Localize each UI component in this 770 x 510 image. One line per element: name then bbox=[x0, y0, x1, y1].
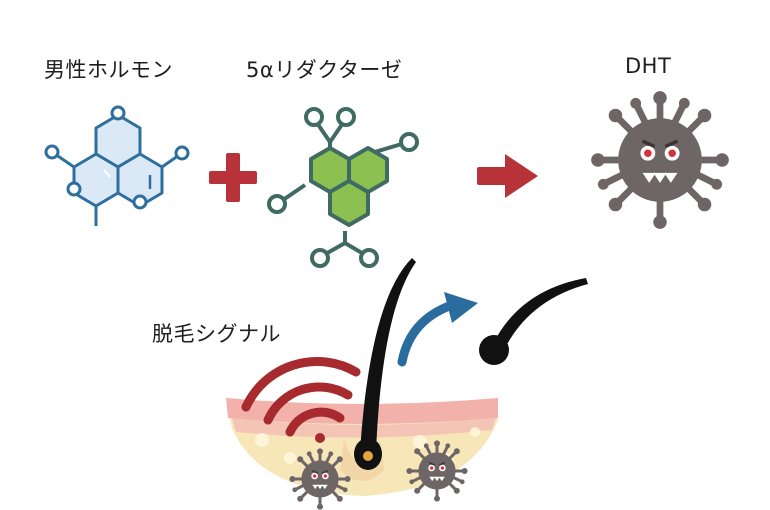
virus-icon bbox=[404, 438, 470, 504]
plus-icon bbox=[209, 153, 257, 202]
signal-waves-icon bbox=[241, 357, 361, 443]
dht-virus-icon bbox=[591, 91, 729, 229]
reductase-label: 5αリダクターゼ bbox=[246, 58, 403, 82]
dht-label: DHT bbox=[625, 54, 672, 78]
shed-hair-icon bbox=[479, 278, 588, 365]
hormone-molecule-icon bbox=[44, 105, 190, 226]
hair-loss-signal-label: 脱毛シグナル bbox=[152, 322, 281, 346]
red-arrow-icon bbox=[477, 154, 538, 198]
blue-arrow-icon bbox=[397, 292, 478, 367]
reductase-molecule-icon bbox=[267, 107, 419, 268]
virus-icon bbox=[287, 446, 353, 510]
hair-strand-icon bbox=[354, 258, 416, 470]
male-hormone-label: 男性ホルモン bbox=[44, 58, 173, 82]
